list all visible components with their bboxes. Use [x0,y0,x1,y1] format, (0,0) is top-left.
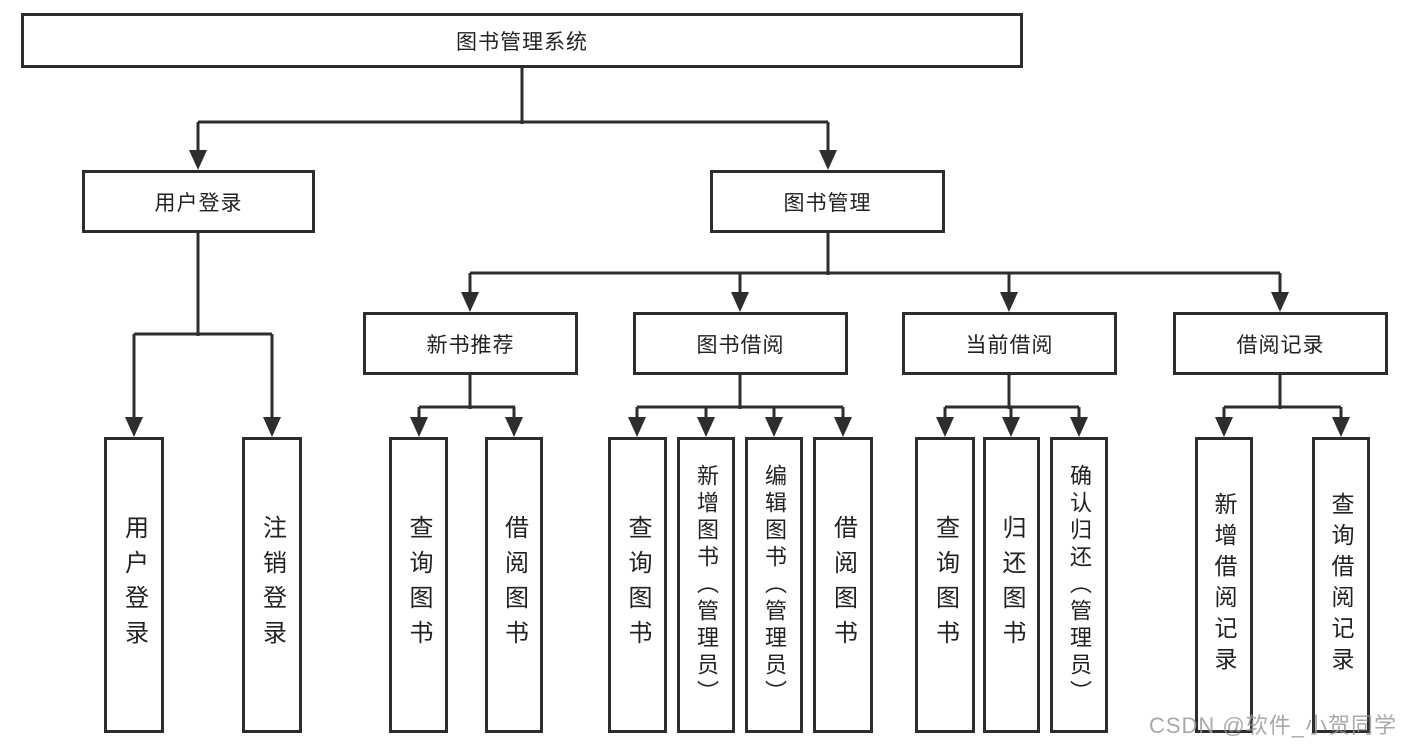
leaf-query-borrow-record: 查询借阅记录 [1312,437,1370,733]
node-book-management: 图书管理 [710,170,945,233]
leaf-add-book-admin: 新增图书（管理员） [677,437,735,733]
leaf-logout: 注销登录 [242,437,302,733]
leaf-user-login: 用户登录 [104,437,164,733]
connector-trunk-lines [132,68,1343,419]
leaf-confirm-return-admin: 确认归还（管理员） [1050,437,1108,733]
node-book-borrow: 图书借阅 [633,312,848,375]
leaf-query-book-current: 查询图书 [915,437,975,733]
leaf-add-borrow-record: 新增借阅记录 [1195,437,1253,733]
connector-arrowheads [125,150,1350,437]
leaf-borrow-book-recommend: 借阅图书 [485,437,543,733]
csdn-watermark: CSDN @软件_小贺同学 [1148,713,1397,738]
leaf-return-book: 归还图书 [983,437,1040,733]
leaf-edit-book-admin: 编辑图书（管理员） [745,437,803,733]
leaf-borrow-book: 借阅图书 [813,437,873,733]
leaf-query-book-borrow: 查询图书 [608,437,667,733]
leaf-query-book-recommend: 查询图书 [389,437,448,733]
node-current-borrow: 当前借阅 [902,312,1117,375]
node-user-login: 用户登录 [82,170,315,233]
node-root-system: 图书管理系统 [21,13,1023,68]
node-new-book-recommend: 新书推荐 [363,312,578,375]
node-borrow-records: 借阅记录 [1173,312,1388,375]
